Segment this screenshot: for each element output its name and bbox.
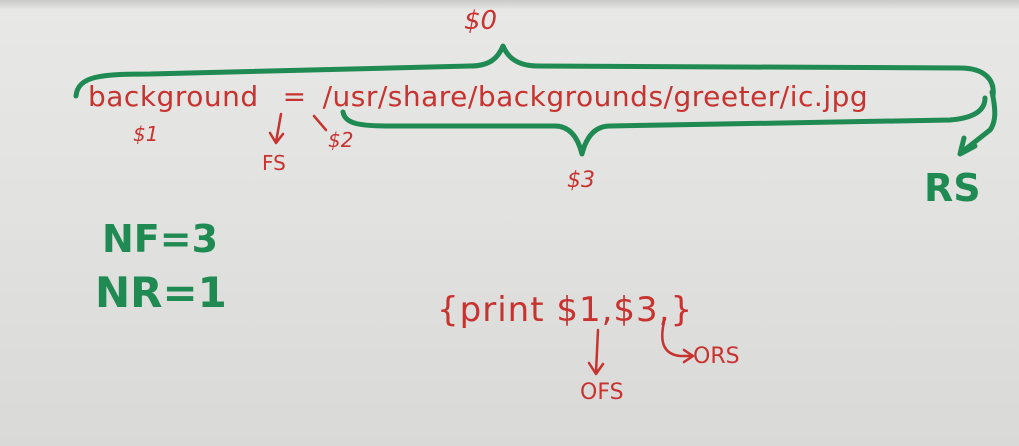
fs-label: FS (262, 151, 286, 175)
rs-arrow (959, 89, 998, 155)
field3-label: $3 (567, 168, 595, 193)
field1-text: background (88, 80, 259, 113)
equals-sign: = (282, 80, 307, 113)
field1-label: $1 (133, 122, 159, 146)
field0-label: $0 (464, 6, 498, 36)
field3-brace (340, 95, 988, 157)
nr-label: NR=1 (95, 268, 227, 317)
record-brace (73, 43, 996, 99)
field3-text: /usr/share/backgrounds/greeter/ic.jpg (322, 80, 869, 113)
field2-label: $2 (328, 128, 354, 152)
rs-label: RS (924, 166, 981, 210)
ors-label: ORS (693, 344, 740, 369)
field2-tick (312, 114, 328, 132)
rs-arrowhead (957, 135, 978, 157)
ofs-arrow (587, 328, 605, 376)
record-line: background = /usr/share/backgrounds/greete… (88, 83, 868, 111)
ors-arrow (661, 320, 695, 364)
nf-label: NF=3 (102, 217, 219, 261)
print-statement: {print $1,$3,} (437, 290, 694, 330)
fs-arrow (268, 112, 285, 145)
ofs-label: OFS (580, 380, 624, 405)
